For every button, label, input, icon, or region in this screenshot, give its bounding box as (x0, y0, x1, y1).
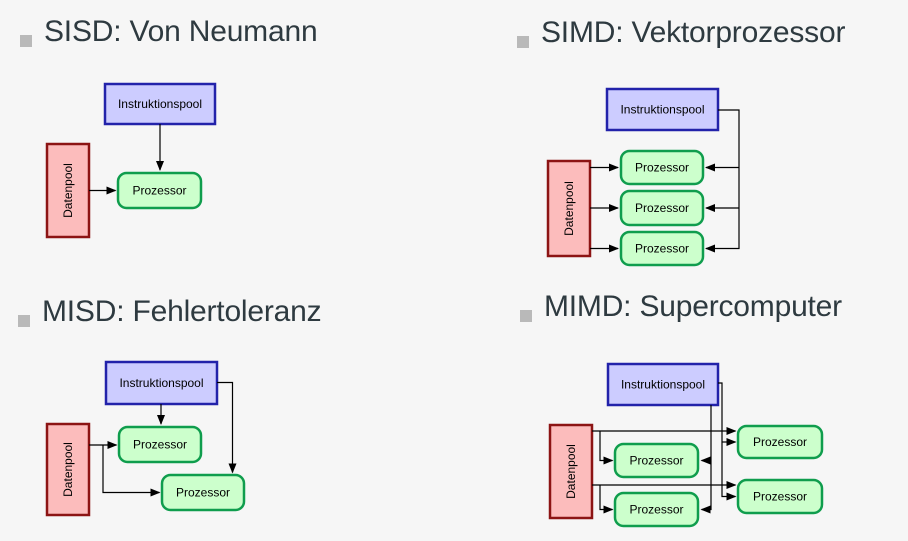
misd-processor-label-1: Prozessor (133, 438, 187, 452)
misd-processor-box-2 (160, 473, 246, 512)
mimd-instruction-pool-label: Instruktionspool (621, 378, 705, 392)
sisd-processor-box (116, 171, 203, 210)
sisd-diagram: Instruktionspool Datenpool Prozessor (45, 82, 217, 239)
misd-instruction-arrow-2 (217, 381, 237, 474)
simd-processor-label-2: Prozessor (635, 201, 689, 215)
simd-data-pool-label: Datenpool (562, 181, 576, 236)
mimd-processor-box-right-2 (736, 478, 824, 515)
mimd-data-branch-arrow-1 (599, 431, 614, 465)
mimd-title-text: MIMD: Supercomputer (544, 290, 842, 323)
misd-data-arrow-2 (102, 445, 161, 497)
simd-diagram: Instruktionspool Datenpool Prozessor Pro… (546, 87, 740, 267)
simd-processor-label-3: Prozessor (635, 242, 689, 256)
sisd-processor-label: Prozessor (132, 184, 186, 198)
misd-title-text: MISD: Fehlertoleranz (42, 295, 322, 328)
simd-processor-box-2 (619, 189, 705, 227)
simd-instruction-pool-box (605, 87, 720, 132)
bullet-square-icon (517, 36, 529, 48)
simd-processor-box-1 (619, 149, 705, 186)
mimd-processor-label-left-1: Prozessor (629, 454, 683, 468)
mimd-processor-label-left-2: Prozessor (629, 503, 683, 517)
misd-diagram: Instruktionspool Datenpool Prozessor Pro… (45, 360, 246, 517)
mimd-instruction-pool-box (606, 362, 720, 407)
mimd-diagram: Instruktionspool Datenpool Prozessor Pro… (548, 362, 824, 528)
sisd-data-pool-label: Datenpool (61, 163, 75, 218)
misd-data-pool-box (45, 422, 91, 517)
sisd-data-pool-box (45, 142, 91, 239)
simd-title-text: SIMD: Vektorprozessor (541, 16, 846, 49)
simd-title: SIMD: Vektorprozessor (517, 18, 845, 48)
mimd-title: MIMD: Supercomputer (520, 292, 842, 322)
misd-processor-box-1 (117, 425, 203, 464)
mimd-data-pool-box (548, 423, 594, 520)
mimd-processor-box-left-2 (613, 491, 700, 528)
misd-title: MISD: Fehlertoleranz (18, 295, 322, 328)
mimd-processor-label-right-2: Prozessor (753, 490, 807, 504)
mimd-processor-label-right-1: Prozessor (753, 435, 807, 449)
simd-instruction-pool-label: Instruktionspool (620, 103, 704, 117)
mimd-instruction-bus-right-wire (718, 382, 737, 501)
sisd-instruction-pool-label: Instruktionspool (118, 97, 202, 111)
mimd-processor-box-right-1 (736, 424, 824, 460)
sisd-title: SISD: Von Neumann (20, 15, 318, 48)
misd-processor-label-2: Prozessor (176, 486, 230, 500)
mimd-instruction-bus-left-wire (700, 405, 712, 514)
mimd-data-pool-label: Datenpool (564, 444, 578, 499)
bullet-square-icon (520, 310, 532, 322)
sisd-title-text: SISD: Von Neumann (44, 15, 318, 48)
mimd-data-branch-arrow-2 (599, 485, 614, 514)
misd-data-pool-label: Datenpool (61, 442, 75, 497)
mimd-processor-box-left-1 (613, 442, 700, 479)
simd-processor-label-1: Prozessor (635, 161, 689, 175)
simd-instruction-bus-wire (705, 109, 740, 253)
simd-processor-box-3 (619, 230, 705, 267)
bullet-square-icon (20, 35, 32, 47)
bullet-square-icon (18, 315, 30, 327)
misd-instruction-pool-label: Instruktionspool (119, 376, 203, 390)
